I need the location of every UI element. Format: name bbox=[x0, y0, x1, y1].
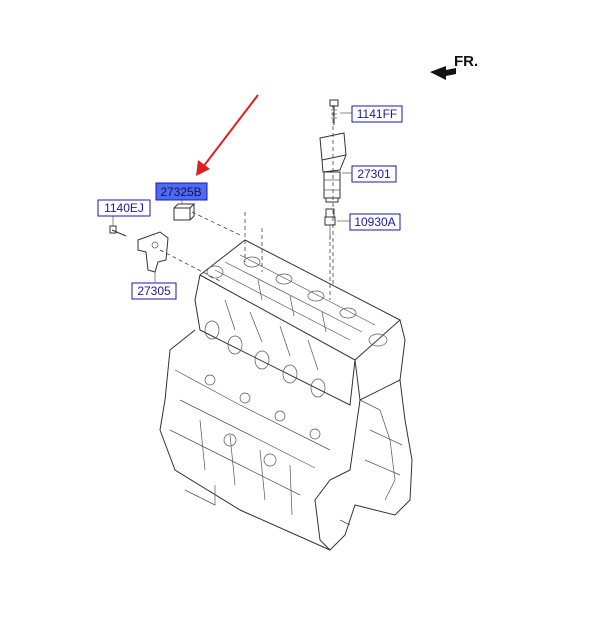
part-label-10930a[interactable]: 10930A bbox=[349, 213, 401, 231]
front-direction-indicator: FR. bbox=[430, 53, 478, 80]
part-label-1140ej[interactable]: 1140EJ bbox=[97, 199, 151, 217]
svg-text:27305: 27305 bbox=[137, 284, 171, 298]
part-label-27325b[interactable]: 27325B bbox=[155, 182, 208, 201]
svg-text:27301: 27301 bbox=[357, 167, 391, 181]
part-label-27301[interactable]: 27301 bbox=[351, 165, 397, 183]
bolt-1141ff-part bbox=[329, 99, 352, 125]
svg-text:10930A: 10930A bbox=[354, 215, 395, 229]
sensor-27325b-part bbox=[173, 200, 196, 221]
svg-text:27325B: 27325B bbox=[160, 185, 201, 199]
front-arrow-icon bbox=[430, 66, 456, 80]
bolt-1140ej-part bbox=[109, 216, 127, 237]
svg-text:1141FF: 1141FF bbox=[357, 107, 397, 121]
pointer-arrow-icon bbox=[196, 94, 259, 176]
spark-plug-10930a-part bbox=[324, 208, 350, 240]
bracket-27305-part bbox=[137, 231, 169, 282]
ignition-coil-27301-part bbox=[319, 132, 352, 203]
leader-lines bbox=[159, 105, 334, 300]
svg-text:1140EJ: 1140EJ bbox=[104, 201, 144, 215]
front-label: FR. bbox=[454, 53, 478, 70]
engine-block-drawing bbox=[159, 239, 413, 551]
part-label-27305[interactable]: 27305 bbox=[131, 282, 177, 300]
intake-ports bbox=[204, 320, 326, 398]
part-label-1141ff[interactable]: 1141FF bbox=[351, 105, 403, 123]
